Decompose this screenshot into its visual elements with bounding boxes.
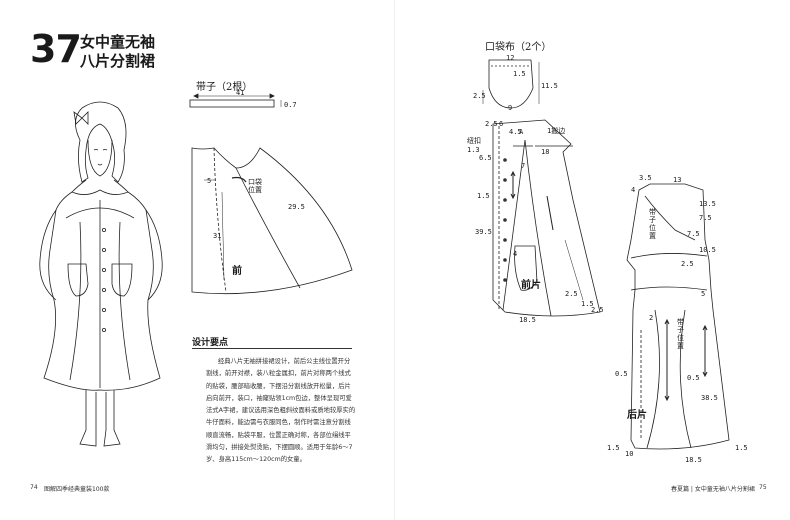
front-measure-2: 6: [499, 120, 504, 128]
design-heading-rule: [192, 348, 352, 349]
back-piece-diagram: [626, 183, 730, 450]
front-measure-13: 18.5: [519, 316, 536, 324]
design-body: 经典八片无袖拼接裙设计，前后公主线位置开分割线，前开对襟，装八粒金属扣，前片对称…: [206, 358, 356, 464]
footer-left-page-number: 74: [30, 484, 38, 491]
front-piece-label: 前片: [521, 280, 541, 291]
strap-label: 带子（2根）: [196, 82, 253, 93]
front-measure-14: 2.5: [591, 306, 604, 314]
left-page: 37 女中童无袖 八片分割裙: [30, 27, 356, 493]
pocket-diagram: [482, 59, 540, 109]
pocket-measure-b: 1.5: [513, 70, 526, 78]
front-piece-button-label: 纽扣: [467, 137, 481, 145]
front-measure-15: A: [519, 128, 524, 136]
back-measure-6: 10.5: [699, 246, 716, 254]
front-skirt-measure-b: 29.5: [288, 203, 305, 211]
front-measure-4: 1.3: [467, 146, 480, 154]
back-measure-13: 1.5: [607, 444, 620, 452]
back-measure-15: 18.5: [685, 456, 702, 464]
back-measure-12: 38.5: [701, 394, 718, 402]
back-measure-9: 2: [649, 314, 654, 322]
back-measure-16: 1.5: [735, 444, 748, 452]
front-measure-10: 4: [513, 250, 518, 258]
front-measure-11: 2.5: [565, 290, 578, 298]
front-measure-6: 18: [541, 148, 550, 156]
page-title: 女中童无袖 八片分割裙: [80, 33, 155, 71]
back-measure-17: 7.5: [699, 214, 712, 222]
front-measure-1: 2.5: [485, 120, 498, 128]
front-skirt-diagram: [191, 147, 353, 295]
footer-right-page-number: 75: [759, 484, 767, 491]
strap-length: 41: [236, 89, 245, 97]
back-measure-5: 7.5: [687, 230, 700, 238]
back-strap-position-label: 带子位置: [677, 318, 684, 350]
title-line-2: 八片分割裙: [80, 52, 156, 70]
back-measure-10: 0.5: [615, 370, 628, 378]
front-piece-dart-label: 1搬边: [547, 127, 566, 135]
front-skirt-pocket-label: 口袋位置: [248, 178, 262, 194]
right-page: 口袋布（2个） 12 1.5 11.5 2.5 9: [395, 0, 790, 520]
back-measure-14: 10: [625, 450, 634, 458]
back-strap-label: 带子位置: [649, 208, 656, 240]
pocket-measure-d: 2.5: [473, 92, 486, 100]
back-measure-4: 13.5: [699, 200, 716, 208]
back-piece-label: 后片: [627, 410, 647, 421]
title-line-1: 女中童无袖: [80, 33, 156, 51]
footer-right-section: 春夏篇 | 女中童无袖八片分割裙: [671, 486, 755, 493]
front-piece-diagram: [492, 119, 601, 317]
front-skirt-label: 前: [232, 266, 242, 277]
pattern-number: 37: [30, 27, 82, 71]
back-measure-7: 2.5: [681, 260, 694, 268]
back-measure-1: 3.5: [639, 174, 652, 182]
back-measure-2: 4: [631, 186, 636, 194]
front-measure-3: 4.5: [509, 128, 522, 136]
front-measure-12: 1.5: [581, 300, 594, 308]
front-skirt-measure-a: 5: [207, 177, 212, 185]
pocket-measure-e: 9: [508, 104, 513, 112]
back-measure-8: 5: [701, 290, 706, 298]
front-measure-5: 6.5: [479, 154, 492, 162]
front-measure-7: 7: [521, 162, 526, 170]
strap-width: 0.7: [284, 101, 297, 109]
front-skirt-measure-c: 31: [213, 232, 222, 240]
back-measure-3: 13: [673, 176, 682, 184]
pocket-measure-a: 12: [506, 54, 515, 62]
front-measure-9: 39.5: [475, 228, 492, 236]
strap-diagram: [189, 93, 282, 108]
front-measure-8: 1.5: [477, 192, 490, 200]
pocket-label: 口袋布（2个）: [485, 42, 552, 53]
back-measure-11: 0.5: [687, 374, 700, 382]
design-heading: 设计要点: [192, 338, 229, 348]
pocket-measure-c: 11.5: [541, 82, 558, 90]
footer-left-book-title: 图解四季经典童装100款: [44, 486, 110, 493]
girl-illustration: [39, 101, 163, 447]
